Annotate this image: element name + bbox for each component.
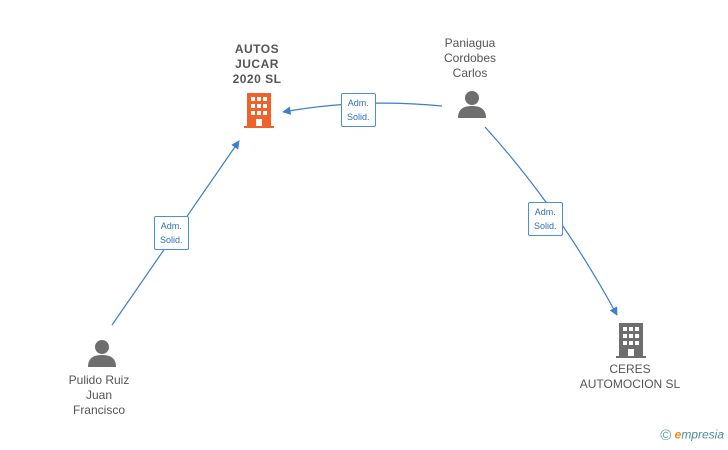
node-label-ceres: CERES AUTOMOCION SL	[579, 362, 681, 391]
edge-label-paniagua-ceres: Adm. Solid.	[528, 202, 563, 236]
brand-initial: e	[674, 427, 682, 442]
node-label-pulido: Pulido Ruiz Juan Francisco	[68, 373, 130, 417]
brand-name: mpresia	[681, 427, 724, 442]
building-icon[interactable]	[244, 92, 274, 128]
edge-label-pulido-autos-jucar: Adm. Solid.	[154, 216, 189, 250]
person-icon[interactable]	[87, 339, 117, 367]
brand-watermark: © empresia	[660, 427, 724, 444]
building-icon[interactable]	[616, 322, 646, 358]
edge-label-paniagua-autos-jucar: Adm. Solid.	[341, 93, 376, 127]
node-label-autos-jucar: AUTOS JUCAR 2020 SL	[232, 42, 282, 86]
node-label-paniagua: Paniagua Cordobes Carlos	[443, 36, 497, 80]
person-icon[interactable]	[457, 90, 487, 118]
copyright-icon: ©	[660, 427, 672, 444]
